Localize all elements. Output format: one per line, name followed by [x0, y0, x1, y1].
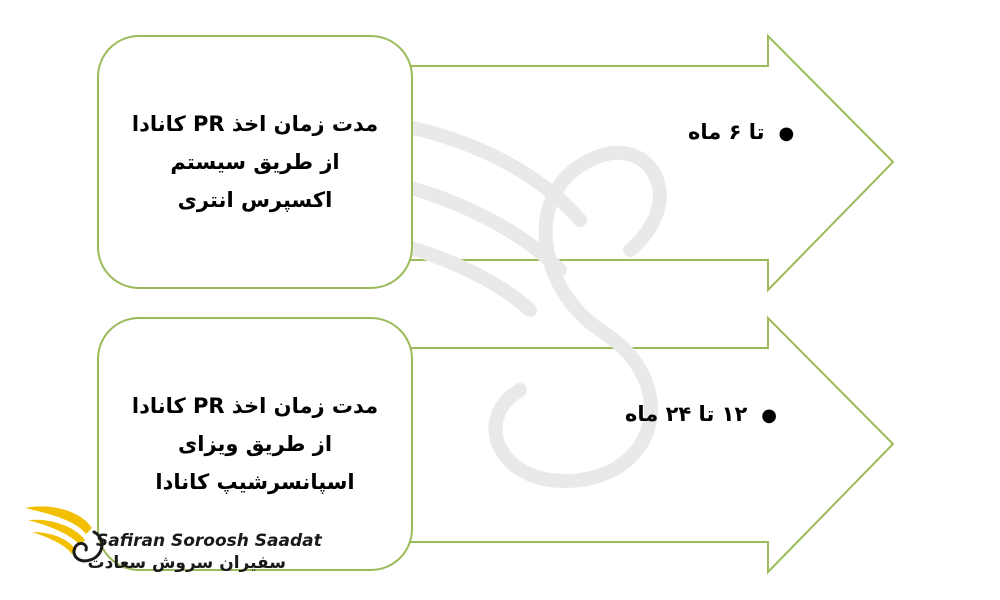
box-line: اکسپرس انتری [177, 188, 333, 212]
bullet-text: تا ۶ ماه [688, 120, 765, 144]
duration-box-1: مدت زمان اخذ PR کانادا از طریق سیستم اکس… [97, 35, 413, 289]
box-line: مدت زمان اخذ PR کانادا [131, 394, 379, 418]
logo-latin-name: Safiran Soroosh Saadat [96, 531, 322, 551]
box-line: از طریق ویزای [178, 432, 333, 456]
bullet-dot-icon: ● [778, 123, 795, 144]
logo-persian-name: سفیران سروش سعادت [87, 553, 286, 573]
bullet-dot-icon: ● [761, 405, 778, 426]
duration-bullet-2: ● ۱۲ تا ۲۴ ماه [625, 402, 777, 426]
box-line: از طریق سیستم [170, 150, 340, 174]
arrow-shape-2 [409, 315, 895, 575]
arrow-shape-1 [409, 33, 895, 293]
bullet-text: ۱۲ تا ۲۴ ماه [625, 402, 748, 426]
duration-bullet-1: ● تا ۶ ماه [688, 120, 794, 144]
box-line: اسپانسرشیپ کانادا [155, 470, 355, 494]
logo-wings-icon [25, 506, 104, 563]
box-line: مدت زمان اخذ PR کانادا [131, 112, 379, 136]
duration-box-2: مدت زمان اخذ PR کانادا از طریق ویزای اسپ… [97, 317, 413, 571]
